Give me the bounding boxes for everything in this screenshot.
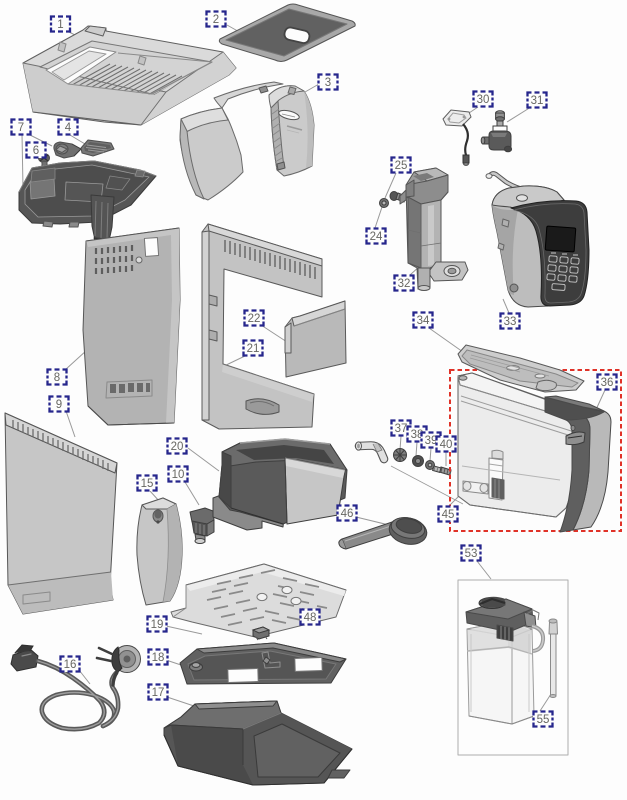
- svg-text:55: 55: [537, 714, 550, 726]
- svg-text:8: 8: [54, 372, 60, 384]
- svg-text:10: 10: [172, 469, 185, 481]
- svg-text:39: 39: [425, 435, 438, 447]
- svg-text:4: 4: [65, 122, 72, 134]
- svg-text:36: 36: [601, 377, 614, 389]
- svg-text:37: 37: [395, 423, 408, 435]
- svg-text:19: 19: [151, 619, 164, 631]
- svg-text:46: 46: [341, 508, 354, 520]
- svg-text:32: 32: [398, 278, 411, 290]
- svg-text:45: 45: [442, 509, 455, 521]
- svg-text:38: 38: [411, 429, 424, 441]
- svg-text:18: 18: [152, 652, 165, 664]
- svg-text:22: 22: [248, 313, 261, 325]
- svg-text:30: 30: [477, 94, 490, 106]
- svg-text:31: 31: [531, 95, 544, 107]
- svg-text:7: 7: [18, 122, 24, 134]
- svg-text:20: 20: [171, 441, 184, 453]
- svg-text:53: 53: [465, 548, 478, 560]
- svg-text:15: 15: [141, 478, 154, 490]
- svg-text:21: 21: [247, 343, 260, 355]
- svg-text:2: 2: [213, 14, 219, 26]
- svg-text:16: 16: [64, 659, 77, 671]
- svg-text:3: 3: [325, 77, 331, 89]
- svg-text:24: 24: [370, 231, 383, 243]
- svg-text:6: 6: [33, 145, 39, 157]
- svg-text:33: 33: [504, 316, 517, 328]
- svg-text:48: 48: [304, 612, 317, 624]
- svg-text:17: 17: [152, 687, 165, 699]
- svg-text:1: 1: [57, 19, 63, 31]
- svg-text:40: 40: [440, 439, 453, 451]
- svg-text:34: 34: [417, 315, 430, 327]
- svg-text:25: 25: [395, 160, 408, 172]
- svg-text:9: 9: [56, 399, 62, 411]
